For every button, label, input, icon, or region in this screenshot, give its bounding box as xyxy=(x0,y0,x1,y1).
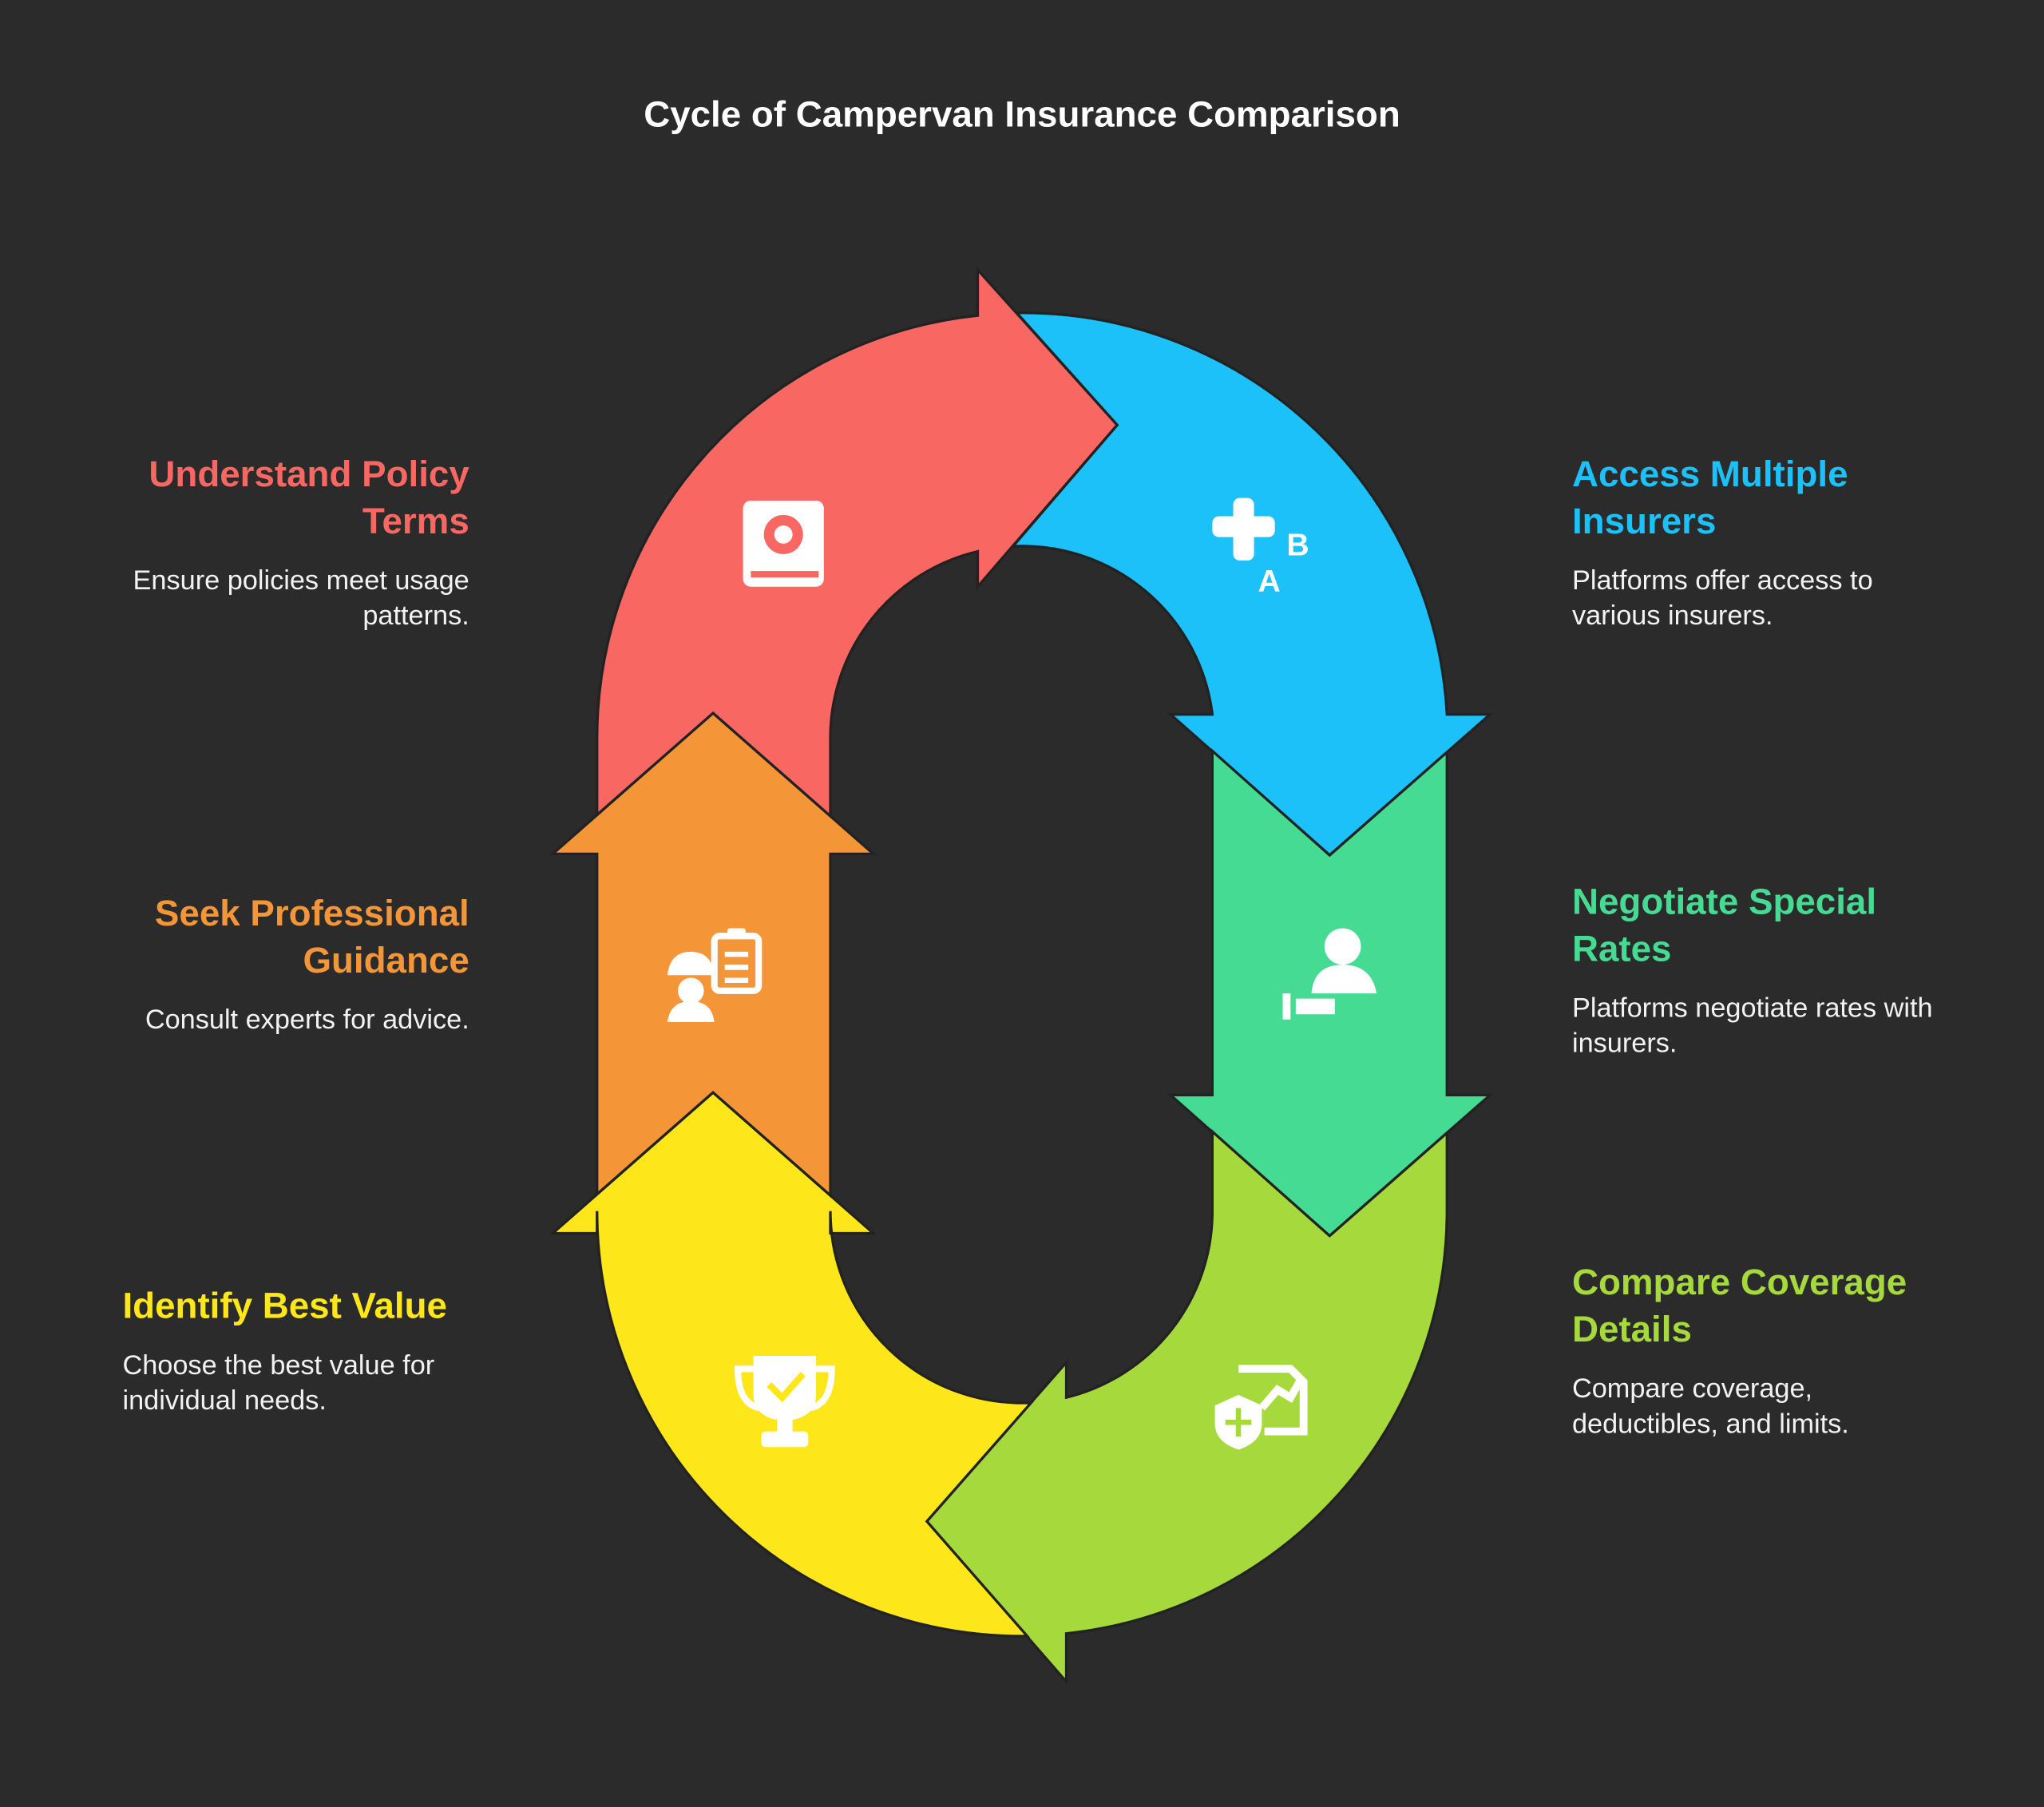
diagram-title: Cycle of Campervan Insurance Comparison xyxy=(644,93,1400,135)
step-title: Understand Policy Terms xyxy=(149,454,469,541)
step-description: Platforms negotiate rates with insurers. xyxy=(1571,993,1933,1059)
step-title: Seek Professional Guidance xyxy=(154,893,469,981)
arrow-understand-policy-terms xyxy=(596,266,1119,819)
step-title: Identify Best Value xyxy=(122,1285,447,1326)
trophy-check-icon xyxy=(734,1355,835,1448)
arrow-access-multiple-insurers xyxy=(1012,311,1494,858)
step-description: Platforms offer access to various insure… xyxy=(1571,565,1873,632)
svg-text:B: B xyxy=(1286,529,1309,563)
step-compare-coverage-details: Compare Coverage Details Compare coverag… xyxy=(1572,1259,1950,1442)
person-handshake-icon xyxy=(1282,928,1377,1020)
svg-text:A: A xyxy=(1258,565,1281,599)
step-access-multiple-insurers: Access Multiple Insurers Platforms offer… xyxy=(1572,451,1963,634)
step-negotiate-special-rates: Negotiate Special Rates Platforms negoti… xyxy=(1572,878,1937,1061)
arrow-compare-coverage-details xyxy=(925,1128,1448,1686)
step-title: Negotiate Special Rates xyxy=(1571,881,1877,969)
step-title: Compare Coverage Details xyxy=(1571,1262,1907,1349)
shield-chart-icon xyxy=(1214,1365,1308,1450)
policy-book-gear-icon xyxy=(743,500,824,587)
step-seek-professional-guidance: Seek Professional Guidance Consult exper… xyxy=(78,890,469,1037)
ab-choice-icon: B A xyxy=(1212,497,1309,599)
expert-clipboard-icon xyxy=(667,928,763,1022)
step-title: Access Multiple Insurers xyxy=(1571,454,1848,541)
step-description: Ensure policies meet usage patterns. xyxy=(133,565,469,632)
step-description: Consult experts for advice. xyxy=(145,1005,469,1036)
step-understand-policy-terms: Understand Policy Terms Ensure policies … xyxy=(78,451,469,634)
step-description: Choose the best value for individual nee… xyxy=(122,1350,435,1417)
step-identify-best-value: Identify Best Value Choose the best valu… xyxy=(122,1283,487,1419)
step-description: Compare coverage, deductibles, and limit… xyxy=(1571,1373,1849,1440)
